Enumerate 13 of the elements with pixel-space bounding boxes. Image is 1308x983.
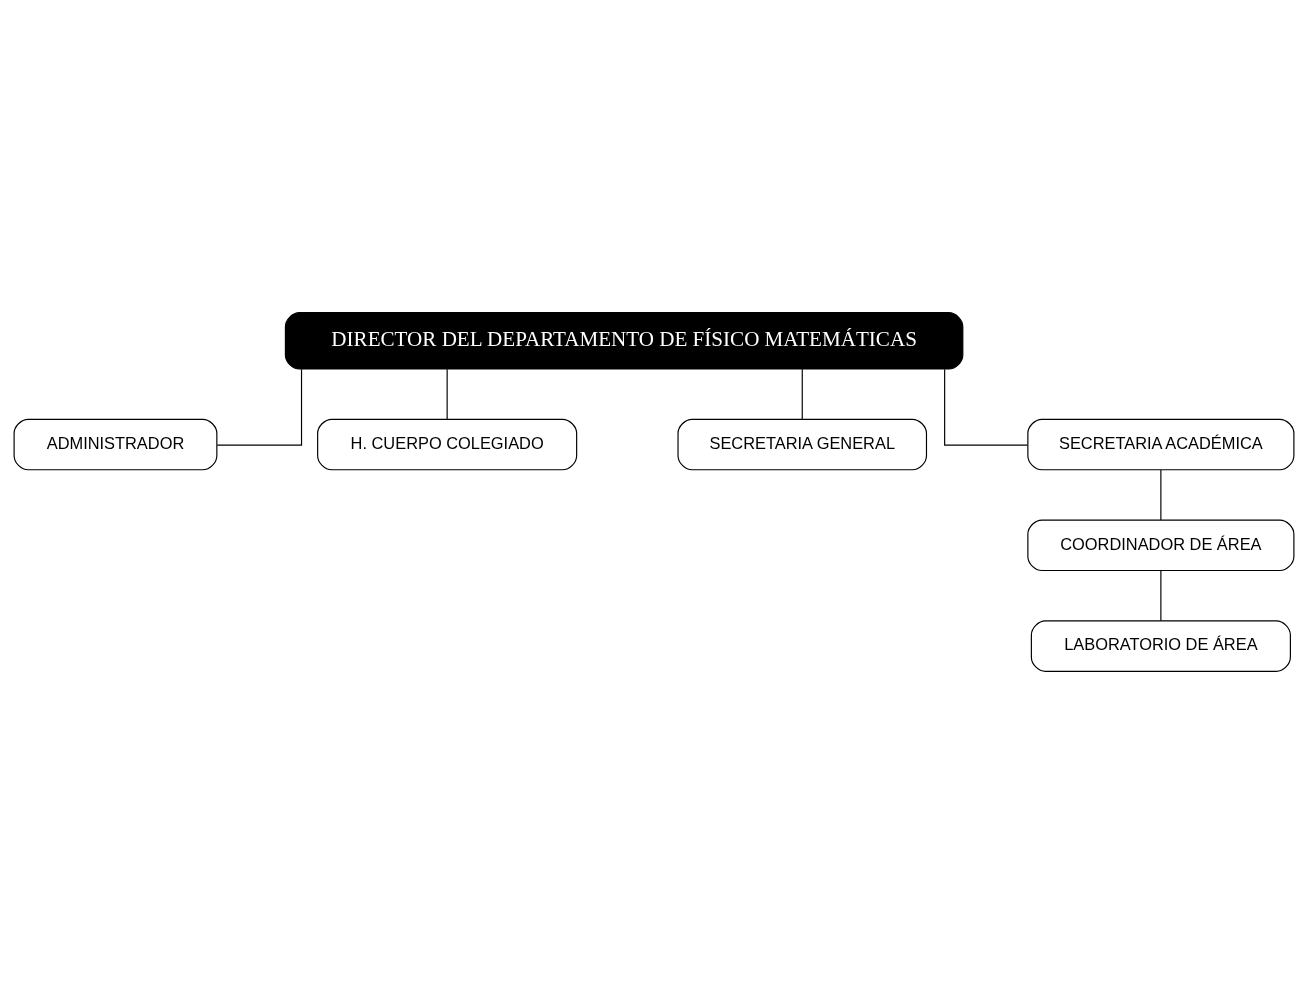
node-box: ADMINISTRADOR (13, 418, 218, 470)
connector (216, 368, 303, 446)
node-box: COORDINADOR DE ÁREA (1027, 519, 1295, 571)
connector (1160, 569, 1162, 621)
connector (446, 368, 448, 420)
node-box: H. CUERPO COLEGIADO (317, 418, 578, 470)
node-box: DIRECTOR DEL DEPARTAMENTO DE FÍSICO MATEMÁTICAS (284, 311, 964, 370)
connector (1160, 468, 1162, 520)
node-box: LABORATORIO DE ÁREA (1030, 619, 1291, 672)
connector (944, 368, 1029, 446)
node-box: SECRETARIA GENERAL (677, 418, 928, 470)
node-box: SECRETARIA ACADÉMICA (1027, 418, 1295, 470)
connector (801, 368, 803, 420)
